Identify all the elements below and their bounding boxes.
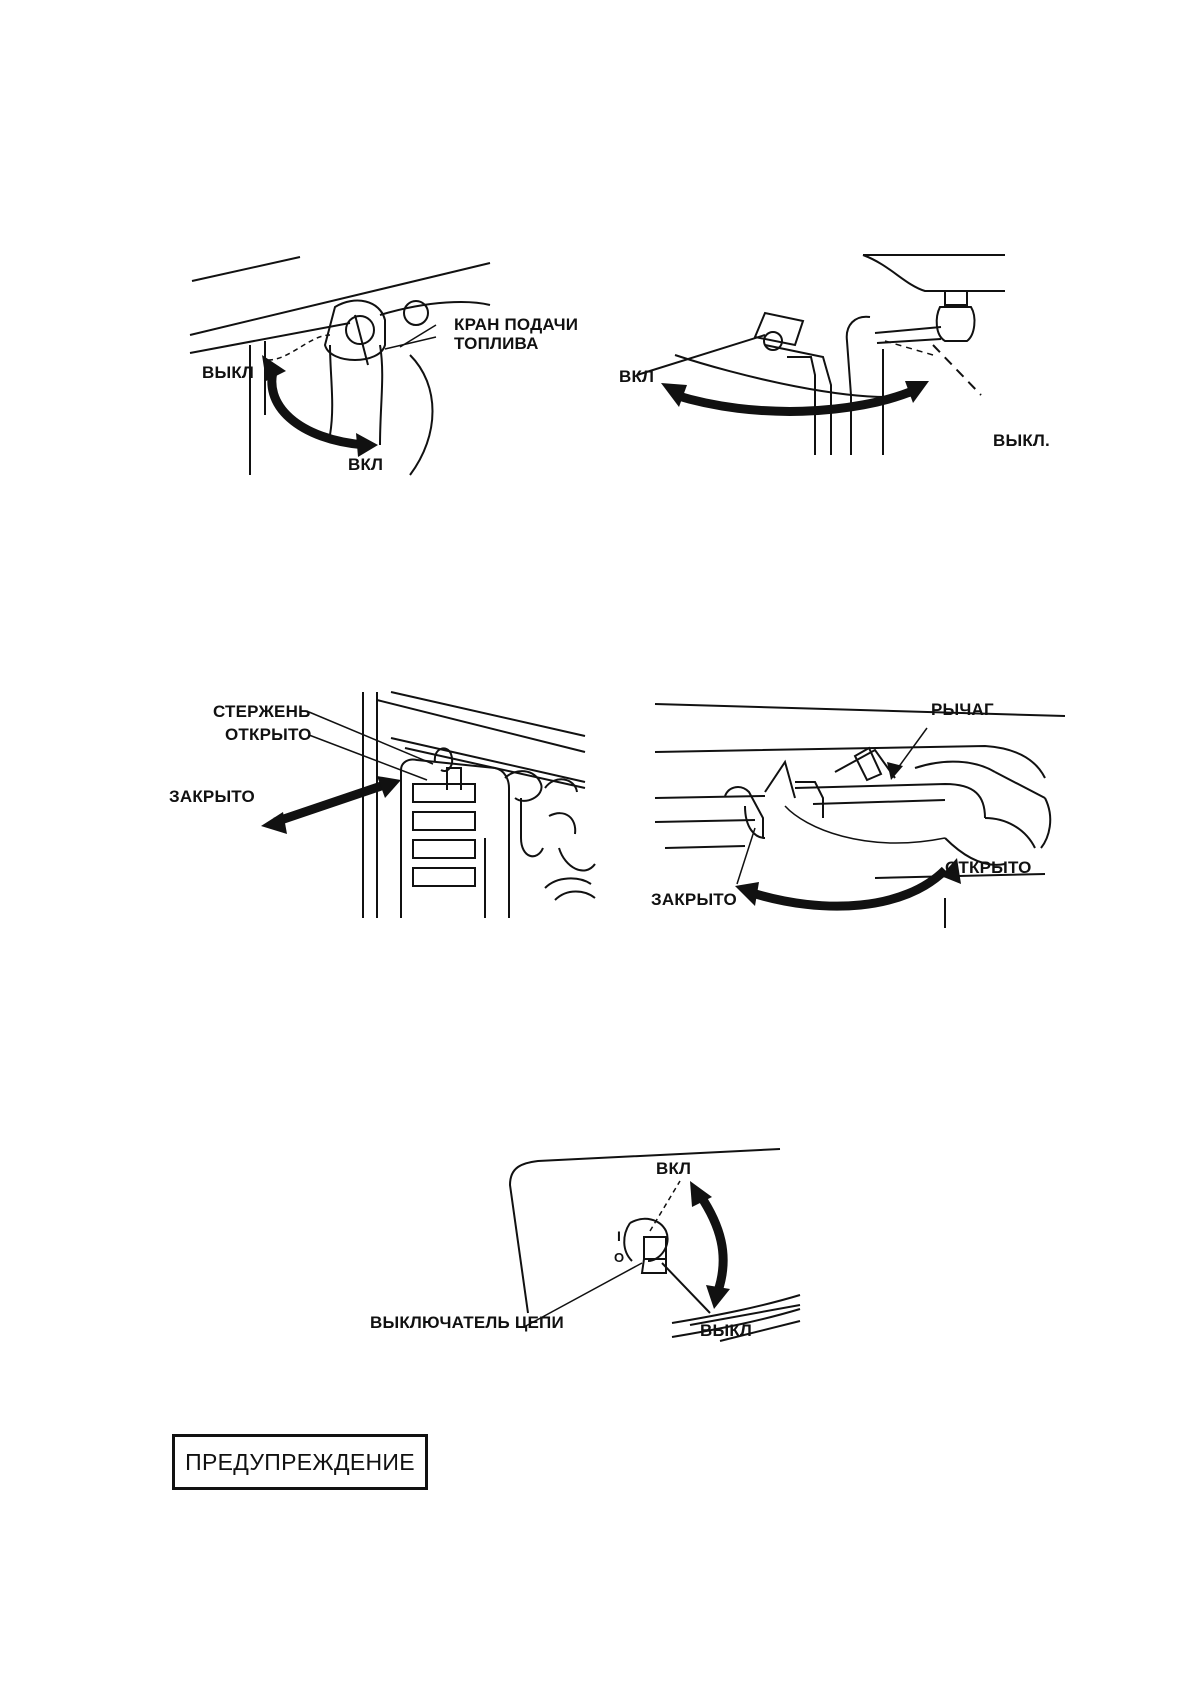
lever-label: РЫЧАГ	[931, 700, 994, 719]
figure-fuel-valve-right: ВКЛ ВЫКЛ.	[615, 245, 1075, 475]
on-mark: I	[617, 1228, 622, 1244]
rod-label: СТЕРЖЕНЬ	[213, 702, 311, 721]
choke-right-drawing	[654, 703, 1066, 928]
on-label: ВКЛ	[348, 455, 384, 474]
figure-choke-right: РЫЧАГ ОТКРЫТО ЗАКРЫТО	[645, 688, 1085, 928]
fuel-valve-left-drawing	[189, 256, 491, 476]
fuel-valve-label: КРАН ПОДАЧИ ТОПЛИВА	[454, 315, 579, 353]
off-mark: O	[614, 1250, 625, 1265]
closed-label: ЗАКРЫТО	[651, 890, 737, 909]
off-label: ВЫКЛ.	[993, 431, 1050, 450]
figure-fuel-valve-left: КРАН ПОДАЧИ ТОПЛИВА ВЫКЛ ВКЛ	[180, 245, 620, 485]
breaker-label: ВЫКЛЮЧАТЕЛЬ ЦЕПИ	[370, 1313, 564, 1332]
open-label: ОТКРЫТО	[945, 858, 1032, 877]
on-label: ВКЛ	[619, 367, 655, 386]
circuit-breaker-drawing	[508, 1148, 801, 1342]
choke-left-drawing	[261, 691, 596, 918]
on-label: ВКЛ	[656, 1159, 692, 1178]
closed-label: ЗАКРЫТО	[169, 787, 255, 806]
off-label: ВЫКЛ	[700, 1321, 753, 1340]
off-label: ВЫКЛ	[202, 363, 255, 382]
warning-heading: ПРЕДУПРЕЖДЕНИЕ	[172, 1434, 428, 1490]
fuel-valve-right-drawing	[636, 254, 1005, 455]
open-label: ОТКРЫТО	[225, 725, 312, 744]
figure-choke-left: СТЕРЖЕНЬ ОТКРЫТО ЗАКРЫТО	[165, 688, 625, 928]
figure-circuit-breaker: ВКЛ ВЫКЛ ВЫКЛЮЧАТЕЛЬ ЦЕПИ I O	[360, 1145, 830, 1355]
